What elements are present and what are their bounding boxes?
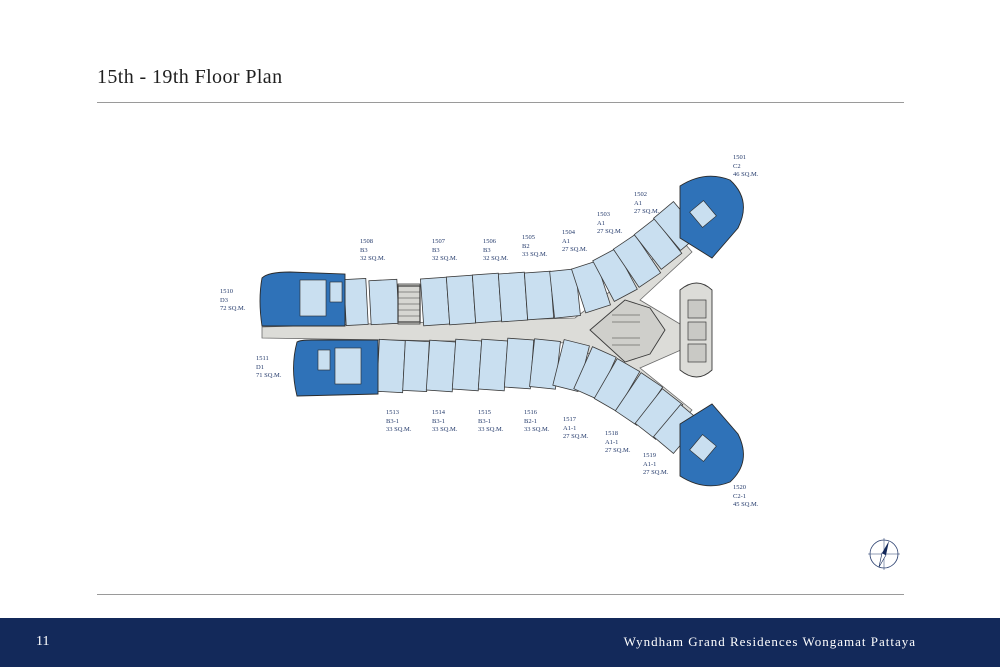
- compass-rose-icon: [868, 538, 900, 570]
- page-number: 11: [36, 634, 50, 649]
- top-divider: [97, 102, 904, 103]
- stair-lines: [398, 291, 640, 346]
- bottom-divider: [97, 594, 904, 595]
- central-core: [589, 299, 666, 363]
- lower-units: [376, 337, 702, 455]
- page-title: 15th - 19th Floor Plan: [97, 66, 283, 88]
- lifts: [687, 299, 707, 363]
- large-unit-interiors: [299, 200, 717, 462]
- footer-title: Wyndham Grand Residences Wongamat Pattay…: [623, 634, 916, 649]
- footer-bar: 11 Wyndham Grand Residences Wongamat Pat…: [0, 618, 1000, 667]
